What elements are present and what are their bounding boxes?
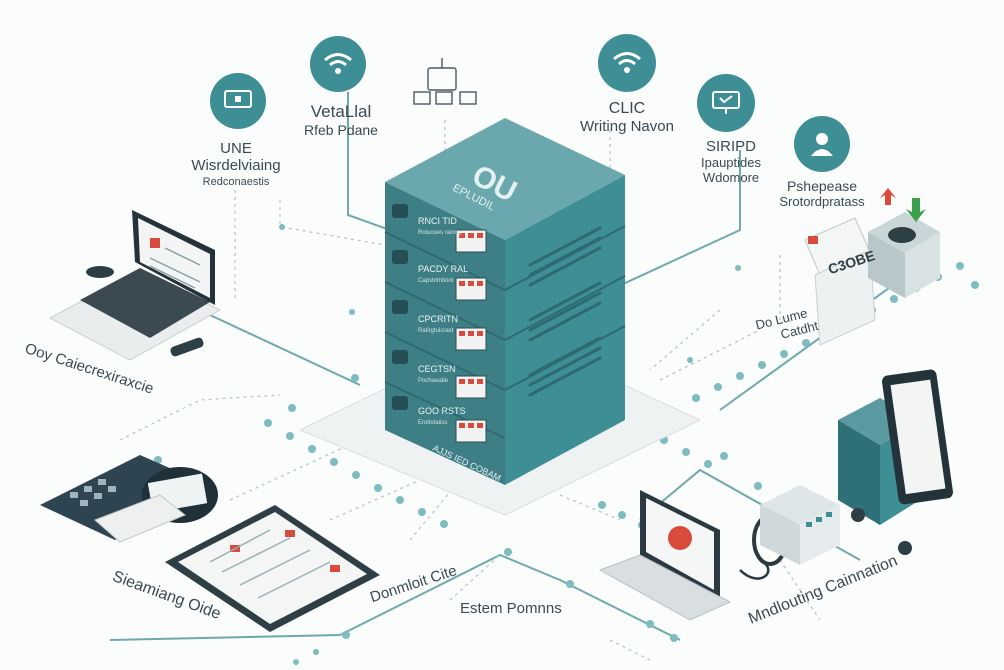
laptop-right	[598, 490, 788, 621]
kiosk	[838, 369, 953, 555]
label-top-left: UNE Wisrdelviaing Redconaestis	[176, 140, 296, 188]
device-top-right	[804, 188, 940, 346]
laptop-left	[48, 210, 222, 361]
network-box	[760, 485, 840, 565]
pos-terminal	[40, 455, 218, 543]
label-top-left-line1: UNE	[220, 140, 252, 157]
label-top-center-left: VetaLlal Rfeb Pdane	[296, 102, 386, 138]
label-top-right-line1: SIRIPD	[705, 138, 756, 155]
wire-bottom-left	[109, 553, 681, 641]
unit-3-sub: Ratirgtuicrast	[418, 328, 454, 334]
tablet-bottom	[165, 505, 380, 632]
wire-laptop	[209, 314, 361, 386]
label-top-left-line3: Redconaestis	[202, 176, 270, 188]
label-top-center-left-line1: VetaLlal	[310, 102, 372, 121]
unit-1-title: RNCI TID	[418, 216, 457, 226]
unit-5-sub: Eroitotaiiss	[418, 420, 447, 426]
unit-4-title: CEGTSN	[418, 364, 456, 374]
unit-2-title: PACDY RAL	[418, 264, 468, 274]
label-far-right-line1: Pshepease	[786, 178, 858, 194]
label-top-right-line2: Ipauptides	[701, 155, 761, 170]
small-device-icons	[413, 58, 477, 105]
label-top-right: SIRIPD Ipauptides Wdomore	[688, 138, 774, 185]
label-top-right-line3: Wdomore	[702, 170, 760, 185]
label-top-center-right-line1: CLIC	[608, 100, 646, 117]
user-icon	[794, 116, 850, 172]
label-top-center-right: CLIC Writing Navon	[566, 100, 688, 135]
label-top-left-line2: Wisrdelviaing	[191, 157, 281, 174]
wire-top-right	[609, 150, 741, 291]
wifi-icon-left	[310, 36, 366, 92]
unit-1-sub: Roiuoses raiong	[418, 230, 461, 236]
server-tower: RNCI TID Roiuoses raiong PACDY RAL Capst…	[384, 118, 626, 485]
label-far-right-line2: Srotordpratass	[779, 194, 865, 209]
display-icon	[697, 74, 755, 132]
monitor-icon	[210, 73, 266, 129]
unit-3-title: CPCRITN	[418, 314, 458, 324]
label-bottom-center: Estem Pomnns	[460, 600, 562, 617]
label-top-center-right-line2: Writing Navon	[580, 118, 674, 135]
unit-4-sub: Pochaeatie	[418, 378, 449, 384]
label-far-right: Pshepease Srotordpratass	[762, 178, 882, 209]
unit-2-sub: Capstrimtiont	[418, 278, 454, 284]
unit-5-title: GOO RSTS	[418, 406, 466, 416]
wire-top-center	[347, 92, 391, 231]
wifi-icon-right	[598, 34, 656, 92]
label-top-center-left-line2: Rfeb Pdane	[304, 122, 378, 138]
